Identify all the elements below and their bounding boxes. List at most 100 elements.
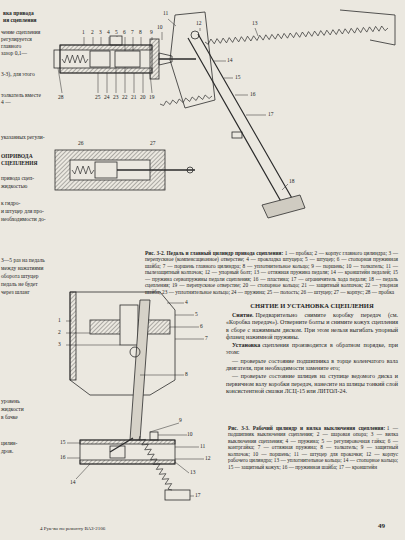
callout-number: 1 (82, 29, 85, 35)
paragraph: 2 (58, 329, 61, 336)
text-block: 3 (99, 29, 102, 36)
paragraph: толкатель вместе (1, 92, 47, 99)
body-text: указанных регули- (1, 134, 45, 140)
text-block: 2 (91, 29, 94, 36)
paragraph: 4 — (1, 99, 47, 106)
body-text: жидкостью (1, 183, 27, 189)
callout-number: 6 (123, 29, 126, 35)
text-block: главного (1, 43, 47, 50)
callout-number: 28 (58, 94, 64, 100)
paragraph: 1 (82, 29, 85, 36)
paragraph: оборота штуцер (1, 273, 47, 280)
paragraph: 5 (115, 29, 118, 36)
running-footer: 4 Рук-во по ремонту ВАЗ-2106 (40, 526, 105, 531)
body-text: 3-3), для этого (1, 71, 35, 77)
text-block: вка привода (3, 10, 49, 17)
paragraph: 8 (139, 29, 142, 36)
body-text: дров. (1, 448, 13, 454)
text-block: между нажатиями (1, 265, 47, 272)
paragraph: 18 (289, 178, 295, 185)
paragraph: 10 (157, 24, 163, 31)
text-block: 27 (150, 140, 156, 147)
text-block: 3-3), для этого (1, 71, 47, 78)
body-text: цилин- (1, 440, 17, 446)
callout-number: 3 (99, 29, 102, 35)
pedal-figure (54, 10, 395, 218)
callout-number: 17 (195, 492, 201, 498)
body-text: между нажатиями (1, 265, 43, 271)
text-block: уровень (1, 398, 47, 405)
paragraph: 13 (190, 469, 196, 476)
text-block: 25 (95, 94, 101, 101)
text-block: 28 (58, 94, 64, 101)
body-text: чение сцепления (1, 29, 40, 35)
text-block: регулируется (1, 36, 47, 43)
text-block: 9 (150, 29, 153, 36)
paragraph: регулируется (1, 36, 47, 43)
text-block: жидкости (1, 406, 47, 413)
text-block: оборота штуцер (1, 273, 47, 280)
text-block: к гидро- (1, 200, 47, 207)
cylinder-flange (150, 39, 159, 79)
text-block: 5 (195, 311, 198, 318)
paragraph: 19 (149, 94, 155, 101)
callout-number: 5 (115, 29, 118, 35)
paragraph: 11 (163, 10, 168, 17)
callout-number: 5 (195, 311, 198, 317)
text-block: 8 (185, 371, 188, 378)
text-block: 6 (123, 29, 126, 36)
body-text: — проверьте состояние шлицев на ступице … (226, 373, 398, 394)
pushrod (159, 58, 196, 60)
callout-number: 12 (205, 455, 211, 461)
caption-title: Рис. 3-2. Педаль и главный цилиндр приво… (145, 250, 283, 256)
callout-number: 14 (227, 57, 233, 63)
text-block: 13 (252, 20, 258, 27)
paragraph: педаль не будет (1, 281, 47, 288)
callout-number: 11 (200, 443, 205, 449)
paragraph: и штуцер для про- (1, 208, 47, 215)
callout-number: 19 (149, 94, 155, 100)
text-block: 12 (205, 455, 211, 462)
ball-joint (130, 347, 140, 357)
text-block: 17 (195, 492, 201, 499)
paragraph: 5 (195, 311, 198, 318)
paragraph: 9 (150, 29, 153, 36)
paragraph: вка привода (3, 10, 49, 17)
body-text: ОПРИВОДА СЦЕПЛЕНИЯ (1, 153, 38, 166)
callout-number: 2 (91, 29, 94, 35)
paragraph-lead: Снятие. (232, 312, 254, 318)
callout-number: 10 (187, 431, 193, 437)
callout-number: 25 (95, 94, 101, 100)
paragraph: 3-3), для этого (1, 71, 47, 78)
paragraph: Установкасцепления производится в обратн… (226, 342, 398, 357)
paragraph-lead: Установка (232, 342, 260, 348)
body-text: оборота штуцер (1, 273, 38, 279)
paragraph: 6 (123, 29, 126, 36)
text-block: цилин- (1, 440, 47, 447)
paragraph: 23 (113, 94, 119, 101)
callout-number: 8 (139, 29, 142, 35)
text-block: 23 (113, 94, 119, 101)
housing-wall (70, 292, 76, 380)
text-block: 11 (200, 443, 205, 450)
text-block: 19 (149, 94, 155, 101)
text-block: необходимости до- (1, 216, 47, 223)
paragraph: главного (1, 43, 47, 50)
bleeder-fitting (150, 432, 158, 440)
callout-number: 7 (205, 335, 208, 341)
text-block: 16 (60, 454, 66, 461)
paragraph: 28 (58, 94, 64, 101)
callout-number: 15 (235, 74, 241, 80)
paragraph: 3 (58, 341, 61, 348)
body-text: необходимости до- (1, 216, 46, 222)
paragraph: через шланг (1, 289, 47, 296)
callout-number: 23 (113, 94, 119, 100)
cylinder-wall (80, 460, 175, 464)
body-text: привода сцеп- (1, 175, 34, 181)
text-block: 17 (268, 111, 274, 118)
text-block: 7 (205, 335, 208, 342)
paragraph: 49 (378, 522, 398, 531)
leader-lines (58, 19, 288, 190)
pedal-bracket (170, 12, 215, 108)
